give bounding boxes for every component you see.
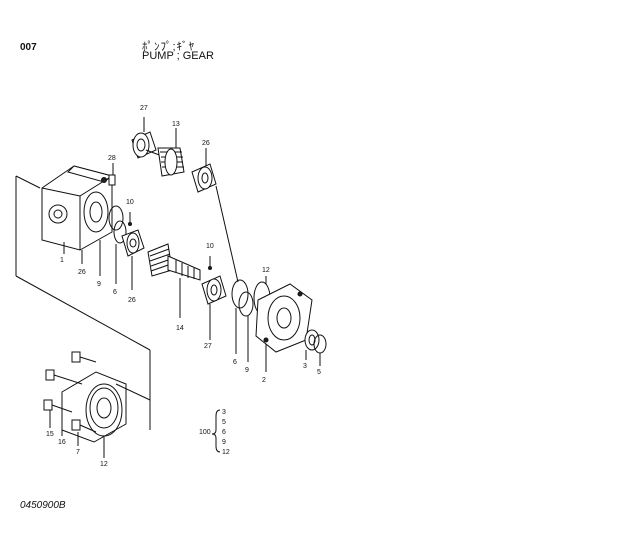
callout-7: 7 bbox=[76, 449, 80, 456]
title-english: PUMP ; GEAR bbox=[142, 50, 214, 62]
figure-code: 0450900B bbox=[20, 500, 66, 511]
dowel-pin-upper bbox=[108, 174, 116, 186]
callout-12-upper: 12 bbox=[262, 267, 270, 274]
callout-27-upper: 27 bbox=[140, 105, 148, 112]
kit-item-3: 3 bbox=[222, 409, 226, 416]
pin-small-left bbox=[128, 212, 132, 226]
kit-item-6: 6 bbox=[222, 429, 226, 436]
kit-item-12: 12 bbox=[222, 449, 230, 456]
callout-6-right: 6 bbox=[233, 359, 237, 366]
bushing-lower bbox=[121, 229, 145, 257]
bolt-short bbox=[43, 399, 97, 433]
callout-16: 16 bbox=[58, 439, 66, 446]
drive-gear-shaft bbox=[147, 243, 201, 281]
callout-13: 13 bbox=[172, 121, 180, 128]
callout-labels: 27 13 26 28 10 1 26 9 6 26 14 10 27 12 6… bbox=[46, 105, 321, 468]
kit-item-5: 5 bbox=[222, 419, 226, 426]
callout-15: 15 bbox=[46, 431, 54, 438]
leader-lines bbox=[15, 117, 321, 458]
callout-14: 14 bbox=[176, 325, 184, 332]
callout-6-left: 6 bbox=[113, 289, 117, 296]
kit-label: 100 bbox=[199, 429, 211, 436]
callout-9-left: 9 bbox=[97, 281, 101, 288]
callout-10-left: 10 bbox=[126, 199, 134, 206]
callout-28: 28 bbox=[108, 155, 116, 162]
driven-gear bbox=[145, 147, 185, 177]
seal-ring-right bbox=[231, 279, 254, 317]
oil-seal bbox=[304, 329, 320, 351]
callout-5: 5 bbox=[317, 369, 321, 376]
callout-2: 2 bbox=[262, 377, 266, 384]
callout-1: 1 bbox=[60, 257, 64, 264]
kit-item-9: 9 bbox=[222, 439, 226, 446]
callout-26-upper: 26 bbox=[202, 140, 210, 147]
callout-3: 3 bbox=[303, 363, 307, 370]
callout-9-right: 9 bbox=[245, 367, 249, 374]
callout-12-lower: 12 bbox=[100, 461, 108, 468]
bushing-top-right bbox=[191, 163, 217, 193]
callout-26-left: 26 bbox=[78, 269, 86, 276]
callout-26-lower: 26 bbox=[128, 297, 136, 304]
pump-cover bbox=[255, 283, 313, 353]
callout-10-right: 10 bbox=[206, 243, 214, 250]
title-japanese: ﾎﾟﾝﾌﾟ;ｷﾞﾔ bbox=[142, 41, 196, 53]
bushing-upper bbox=[131, 131, 157, 159]
seal-ring-left bbox=[108, 205, 127, 244]
bolt-long bbox=[45, 351, 97, 385]
pin-small-right bbox=[208, 256, 212, 270]
bushing-lower-right bbox=[201, 275, 227, 305]
pump-housing bbox=[41, 165, 114, 251]
callout-27-lower: 27 bbox=[204, 343, 212, 350]
page-number: 007 bbox=[20, 42, 37, 53]
